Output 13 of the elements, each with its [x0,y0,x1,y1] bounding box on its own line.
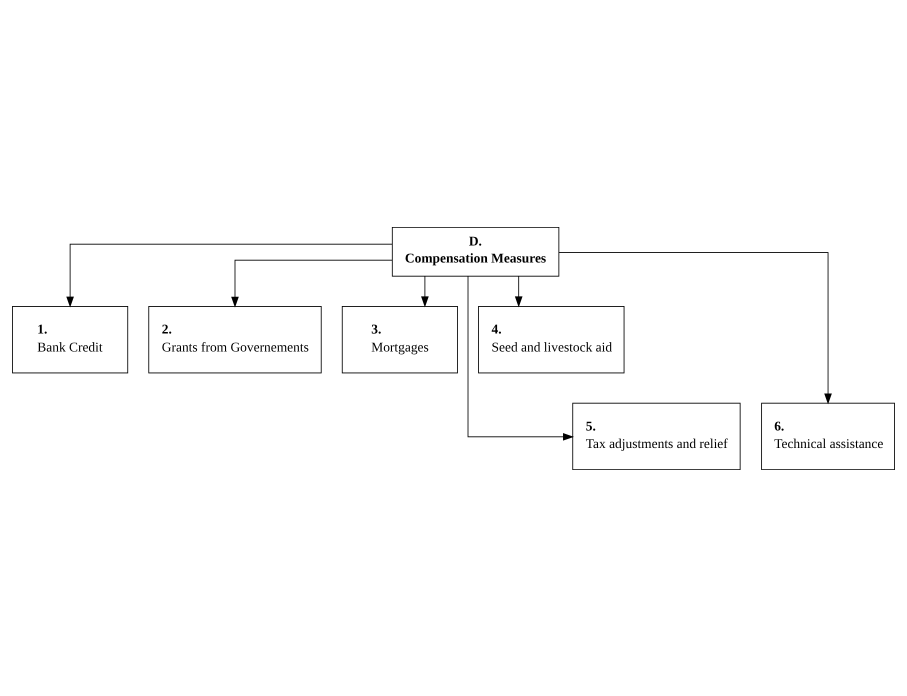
node-box: 3. Mortgages [342,306,458,373]
node-box: 4. Seed and livestock aid [478,306,624,373]
arrow [231,259,393,308]
arrow [514,275,523,307]
arrow [66,243,392,308]
node-box: D. Compensation Measures [392,226,560,276]
arrow [558,252,832,404]
node-box: 2. Grants from Governements [148,306,322,373]
node-box: 6. Technical assistance [761,402,895,470]
arrow [468,275,574,440]
node-box: 5. Tax adjustments and relief [572,402,741,470]
node-box: 1. Bank Credit [12,306,128,373]
arrow [421,275,429,307]
